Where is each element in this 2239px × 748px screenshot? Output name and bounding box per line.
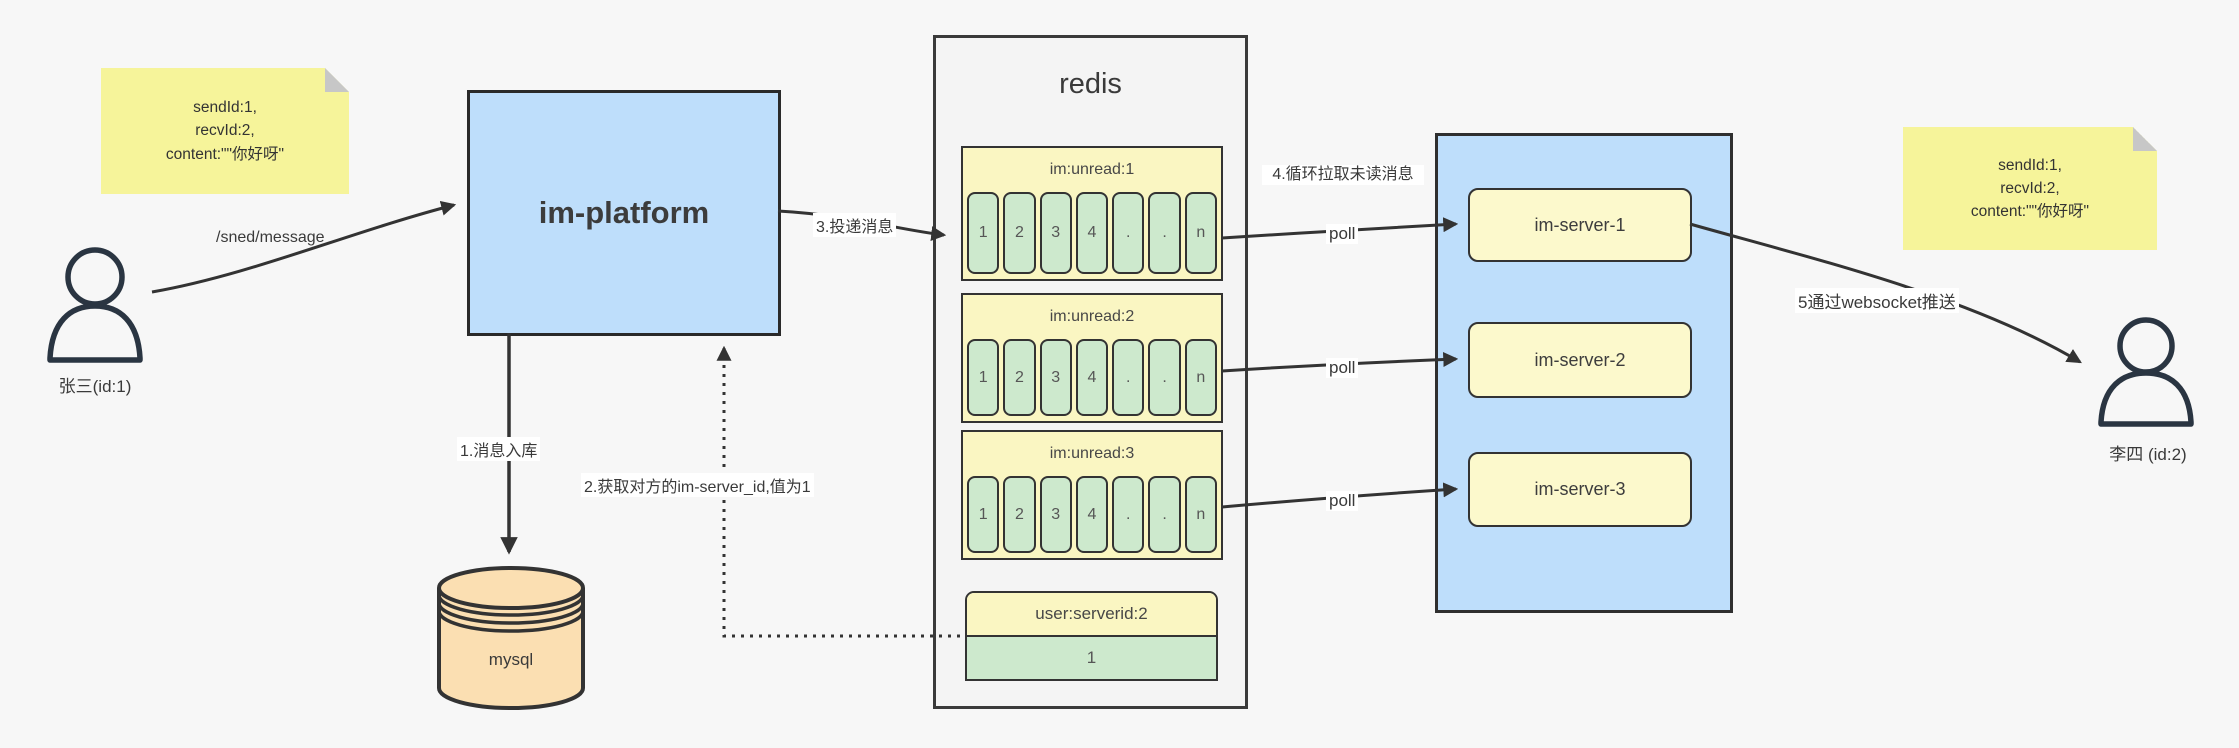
note-line: recvId:2, [195,122,255,140]
queue-title: im:unread:3 [1049,445,1135,462]
queue-cell: n [1184,339,1217,416]
mysql-label: mysql [488,650,534,669]
user-icon [47,247,143,363]
queue-cell: . [1148,476,1181,553]
note-line: content:""你好呀" [165,145,285,163]
server-label: im-server-2 [1534,349,1626,370]
queue-cell: 1 [967,192,1000,274]
note-line: sendId:1, [1998,156,2062,174]
edge-send-message [151,200,457,294]
queue-cell: 2 [1003,192,1036,274]
im-server-2-node: im-server-2 [1468,322,1692,398]
edge-label-step2: 2.获取对方的im-server_id,值为1 [581,473,814,497]
queue-title: im:unread:2 [1049,308,1135,325]
redis-queue-unread-2: im:unread:2 1 2 3 4 . . n [961,293,1223,423]
edge-label-poll-1: poll [1326,224,1359,244]
note-line: content:""你好呀" [1970,203,2090,221]
edge-label-step5: 5通过websocket推送 [1795,288,1959,313]
queue-cell: 2 [1003,476,1036,553]
database-cylinder-icon [437,566,585,710]
queue-cell: . [1112,476,1145,553]
edge-label-step1: 1.消息入库 [457,437,541,461]
note-fold-corner-icon [325,68,349,92]
queue-cell: . [1148,192,1181,274]
redis-queue-unread-3: im:unread:3 1 2 3 4 . . n [961,430,1223,560]
queue-cell: . [1112,339,1145,416]
kv-value: 1 [967,635,1216,679]
queue-cell: n [1184,192,1217,274]
im-server-3-node: im-server-3 [1468,452,1692,527]
queue-cell: 3 [1039,192,1072,274]
queue-cells: 1 2 3 4 . . n [963,476,1221,558]
sender-label: 张三(id:1) [58,377,132,396]
server-label: im-server-3 [1534,479,1626,499]
queue-cell: 4 [1075,192,1109,274]
edge-label-step4: 4.循环拉取未读消息 [1262,165,1424,185]
edge-label-poll-2: poll [1326,358,1359,378]
server-label: im-server-1 [1534,214,1626,235]
kv-key: user:serverid:2 [967,593,1216,635]
redis-container: redis im:unread:1 1 2 3 4 . . n im:unrea… [933,35,1248,709]
queue-cell: 1 [967,339,1000,416]
queue-cell: 2 [1003,339,1036,416]
queue-cell: . [1112,192,1145,274]
note-fold-corner-icon [2133,127,2157,151]
edge-label-step3: 3.投递消息 [813,213,897,237]
queue-cell: 3 [1039,476,1072,553]
note-line: sendId:1, [193,99,257,117]
queue-cells: 1 2 3 4 . . n [963,339,1221,421]
im-server-1-node: im-server-1 [1468,188,1692,262]
queue-cell: n [1184,476,1217,553]
user-icon [2098,317,2194,427]
queue-cell: 1 [967,476,1000,553]
edge-label-send-message: /sned/message [216,229,325,246]
sticky-note-right: sendId:1, recvId:2, content:""你好呀" [1903,127,2157,250]
receiver-label: 李四 (id:2) [2109,445,2187,464]
queue-cell: 4 [1075,476,1109,553]
redis-title: redis [1059,68,1122,100]
redis-queue-unread-1: im:unread:1 1 2 3 4 . . n [961,146,1223,281]
sticky-note-left: sendId:1, recvId:2, content:""你好呀" [101,68,349,194]
edge-label-poll-3: poll [1326,491,1359,511]
queue-cell: 3 [1039,339,1072,416]
redis-kv-user-serverid: user:serverid:2 1 [965,591,1218,681]
queue-title: im:unread:1 [1049,161,1135,178]
im-platform-title: im-platform [538,195,710,230]
queue-cell: 4 [1075,339,1109,416]
queue-cells: 1 2 3 4 . . n [963,192,1221,279]
im-platform-node: im-platform [467,90,781,336]
note-line: recvId:2, [2000,179,2060,197]
queue-cell: . [1148,339,1181,416]
